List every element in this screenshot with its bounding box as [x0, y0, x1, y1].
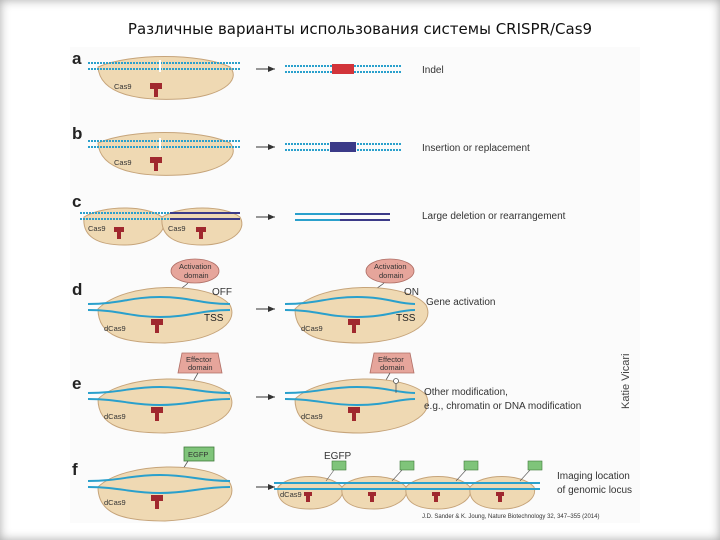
- panel-f-outcome-2: of genomic locus: [557, 485, 632, 496]
- insert-mark: [330, 142, 356, 152]
- guide-rna-icon: [151, 407, 163, 421]
- panel-f-letter: f: [72, 460, 78, 479]
- tss-label: TSS: [396, 313, 416, 324]
- dna-strand-top: [87, 385, 231, 394]
- off-label: OFF: [212, 287, 232, 298]
- dcas9-protein: [97, 378, 233, 434]
- cas9-protein: [97, 56, 234, 100]
- crispr-diagram: a Cas9 Indel b Cas9: [72, 49, 632, 522]
- slide-title: Различные варианты использования системы…: [127, 20, 593, 38]
- panel-f-protein-small: dCas9: [280, 490, 302, 499]
- guide-rna-icon: [304, 492, 312, 502]
- guide-rna-icon: [348, 407, 360, 421]
- guide-rna-icon: [150, 157, 162, 171]
- domain-label-2: domain: [379, 271, 404, 280]
- panel-a-protein: Cas9: [114, 82, 132, 91]
- panel-e-protein: dCas9: [301, 412, 323, 421]
- guide-rna-icon: [151, 495, 163, 509]
- linker: [519, 469, 531, 482]
- indel-mark: [332, 64, 354, 74]
- panel-d: d Activation domain dCas9 OFF TSS Activa…: [72, 258, 496, 344]
- dna-strand-bottom: [284, 398, 416, 407]
- panel-e: e Effector domain dCas9 Effector domain: [72, 352, 581, 434]
- dna-strand-top: [87, 473, 231, 482]
- panel-c-outcome: Large deletion or rearrangement: [422, 211, 566, 222]
- egfp-tag: [399, 460, 415, 471]
- panel-e-outcome-2: e.g., chromatin or DNA modification: [424, 401, 581, 412]
- tss-label: TSS: [204, 313, 224, 324]
- guide-rna-icon: [150, 83, 162, 97]
- guide-rna-icon: [496, 492, 504, 502]
- panel-f: f EGFP dCas9 EGFP: [72, 446, 632, 522]
- panel-b: b Cas9 Insertion or replacement: [72, 124, 530, 176]
- panel-e-outcome-1: Other modification,: [424, 387, 508, 398]
- domain-label-1: Activation: [179, 262, 212, 271]
- domain-label-2: domain: [188, 363, 213, 372]
- panel-e-letter: e: [72, 374, 81, 393]
- dna-strand-top: [87, 295, 231, 305]
- modification-mark: [393, 378, 399, 384]
- domain-label-2: domain: [184, 271, 209, 280]
- panel-c-letter: c: [72, 192, 81, 211]
- egfp-tag: [527, 460, 543, 471]
- egfp-tag: [183, 446, 215, 462]
- linker: [391, 469, 403, 482]
- domain-label-1: Effector: [378, 355, 404, 364]
- panel-a: a Cas9 Indel: [72, 49, 444, 100]
- cas9-protein-left: [83, 207, 165, 246]
- crispr-figure: a Cas9 Indel b Cas9: [70, 47, 640, 523]
- citation: J.D. Sander & K. Joung, Nature Biotechno…: [422, 514, 599, 520]
- egfp-tag: [331, 460, 347, 471]
- panel-e-protein: dCas9: [104, 412, 126, 421]
- panel-c-protein-left: Cas9: [88, 224, 106, 233]
- guide-rna-icon: [368, 492, 376, 502]
- panel-f-outcome-1: Imaging location: [557, 471, 630, 482]
- cas9-protein-right: [161, 207, 243, 246]
- dna-strand-bottom: [284, 309, 416, 319]
- panel-b-outcome: Insertion or replacement: [422, 143, 530, 154]
- dcas9-protein: [97, 466, 233, 522]
- dna-strand-bottom: [87, 398, 231, 407]
- dna-strand-bottom: [87, 486, 231, 495]
- panel-b-protein: Cas9: [114, 158, 132, 167]
- effector-domain: [369, 352, 415, 374]
- on-label: ON: [404, 287, 419, 298]
- activation-domain: [365, 258, 415, 284]
- guide-rna-icon: [114, 227, 124, 239]
- panel-c: c Cas9 Cas9 Large deletion or rearrangem…: [72, 192, 566, 246]
- dna-strand-top: [284, 385, 416, 394]
- dcas9-protein: [294, 378, 429, 434]
- linker: [325, 469, 335, 482]
- panel-d-protein: dCas9: [104, 324, 126, 333]
- egfp-label: EGFP: [188, 450, 208, 459]
- egfp-label-right: EGFP: [324, 451, 352, 462]
- guide-rna-icon: [432, 492, 440, 502]
- linker: [455, 469, 467, 482]
- domain-label-1: Effector: [186, 355, 212, 364]
- panel-d-outcome: Gene activation: [426, 297, 496, 308]
- panel-a-letter: a: [72, 49, 82, 68]
- domain-label-1: Activation: [374, 262, 407, 271]
- panel-c-protein-right: Cas9: [168, 224, 186, 233]
- domain-label-2: domain: [380, 363, 405, 372]
- dna-strand-bottom: [87, 309, 231, 319]
- panel-a-outcome: Indel: [422, 65, 444, 76]
- guide-rna-icon: [151, 319, 163, 333]
- egfp-tag: [463, 460, 479, 471]
- guide-rna-icon: [348, 319, 360, 333]
- panel-d-letter: d: [72, 280, 82, 299]
- artist-credit: Katie Vicari: [620, 354, 632, 409]
- panel-b-letter: b: [72, 124, 82, 143]
- guide-rna-icon: [196, 227, 206, 239]
- panel-f-protein: dCas9: [104, 498, 126, 507]
- panel-d-protein: dCas9: [301, 324, 323, 333]
- effector-domain: [177, 352, 223, 374]
- dna-strand-top: [284, 295, 416, 305]
- activation-domain: [170, 258, 220, 284]
- cas9-protein: [97, 132, 234, 176]
